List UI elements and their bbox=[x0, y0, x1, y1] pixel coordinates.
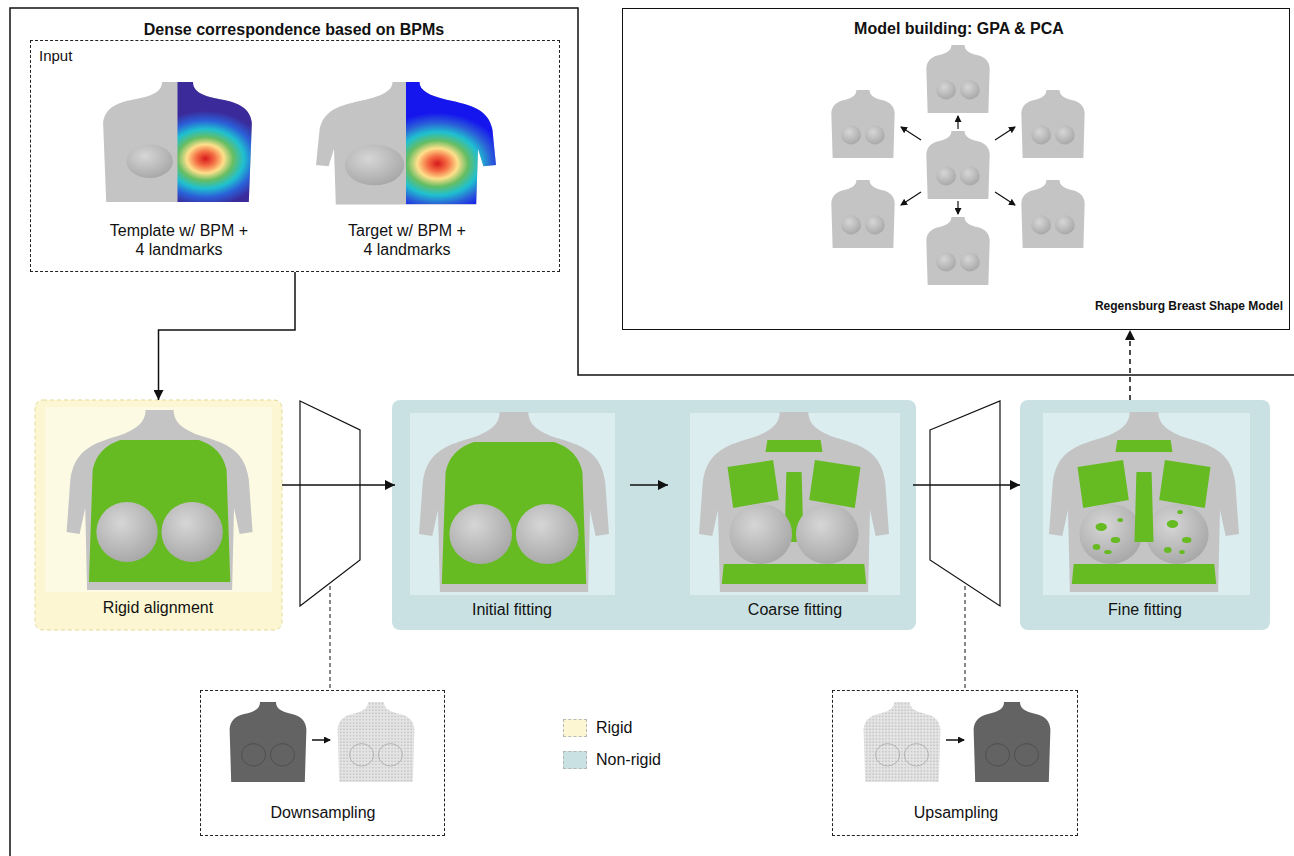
variation-arrows bbox=[901, 116, 1015, 214]
sparse-mesh bbox=[338, 702, 415, 782]
shape-variant bbox=[1021, 180, 1084, 248]
node-label: Upsampling bbox=[914, 803, 998, 822]
sparse-mesh bbox=[876, 744, 929, 766]
node-label: Fine fitting bbox=[1108, 600, 1182, 619]
pipeline-frame: InputTemplate w/ BPM + 4 landmarks Target… bbox=[10, 8, 1294, 856]
node-caption: Regensburg Breast Shape Model bbox=[1095, 299, 1283, 313]
legend-label: Rigid bbox=[596, 719, 632, 737]
dense-mesh bbox=[974, 702, 1051, 782]
dense-mesh bbox=[230, 702, 307, 782]
flow-arrow bbox=[1129, 330, 1131, 400]
rigid-panel: Rigid alignment bbox=[35, 400, 282, 630]
rigid-torso bbox=[67, 410, 253, 590]
flow-arrow bbox=[913, 484, 1020, 486]
flow-arrow bbox=[282, 484, 395, 486]
node-label: Dense correspondence based on BPMs bbox=[144, 20, 445, 39]
target-torso bbox=[298, 82, 514, 204]
arrow bbox=[312, 739, 330, 741]
template-torso bbox=[100, 82, 255, 202]
arrow bbox=[946, 739, 964, 741]
inner-panel bbox=[410, 413, 615, 595]
sparse-mesh bbox=[350, 744, 403, 766]
rigid-panel-fill bbox=[35, 400, 282, 630]
sampling-box: Upsampling bbox=[832, 690, 1078, 836]
node-label: Initial fitting bbox=[472, 600, 552, 619]
flow-arrow bbox=[159, 272, 296, 400]
leader-line bbox=[965, 586, 966, 689]
shape-variant bbox=[926, 45, 989, 113]
legend-swatch bbox=[563, 751, 587, 769]
nonrigid-band bbox=[392, 400, 916, 630]
leader-line bbox=[330, 586, 331, 689]
fitting-panel: Coarse fitting bbox=[668, 405, 913, 628]
legend: RigidNon-rigid bbox=[563, 712, 661, 776]
legend-label: Non-rigid bbox=[596, 751, 661, 769]
node-caption: Target w/ BPM + 4 landmarks bbox=[342, 221, 472, 259]
dense-mesh bbox=[986, 744, 1039, 766]
input-box: InputTemplate w/ BPM + 4 landmarks Target… bbox=[30, 40, 560, 272]
inner-panel bbox=[690, 413, 900, 595]
upsampling-symbol bbox=[930, 401, 1000, 606]
mean-shape bbox=[926, 131, 989, 199]
node-label: Coarse fitting bbox=[748, 600, 842, 619]
model-box: Model building: GPA & PCA Regensburg Brea… bbox=[622, 8, 1290, 330]
shape-variant bbox=[926, 217, 989, 285]
shape-variant bbox=[831, 180, 894, 248]
node-label: Rigid alignment bbox=[103, 598, 213, 617]
legend-entry: Rigid bbox=[563, 712, 661, 744]
node-caption: Template w/ BPM + 4 landmarks bbox=[109, 221, 249, 259]
node-label: Downsampling bbox=[271, 803, 376, 822]
fine-torso bbox=[1049, 412, 1239, 592]
legend-entry: Non-rigid bbox=[563, 744, 661, 776]
inner-panel bbox=[1043, 413, 1250, 595]
node-label: Input bbox=[39, 47, 72, 65]
shape-variant bbox=[831, 90, 894, 158]
coarse-torso bbox=[699, 412, 889, 592]
frame-outline bbox=[10, 8, 1294, 856]
nonrigid-band bbox=[1020, 400, 1270, 630]
fitting-panel: Initial fitting bbox=[395, 405, 630, 628]
node-label: Model building: GPA & PCA bbox=[854, 19, 1064, 38]
legend-swatch bbox=[563, 719, 587, 737]
flow-arrow bbox=[630, 484, 668, 486]
downsampling-symbol bbox=[300, 401, 360, 606]
shape-variant bbox=[1021, 90, 1084, 158]
initial-torso bbox=[419, 412, 609, 592]
sampling-box: Downsampling bbox=[200, 690, 445, 836]
fitting-panel: Fine fitting bbox=[1020, 400, 1270, 630]
dense-mesh bbox=[242, 744, 295, 766]
sparse-mesh bbox=[864, 702, 941, 782]
rigid-inner-panel bbox=[45, 407, 272, 592]
